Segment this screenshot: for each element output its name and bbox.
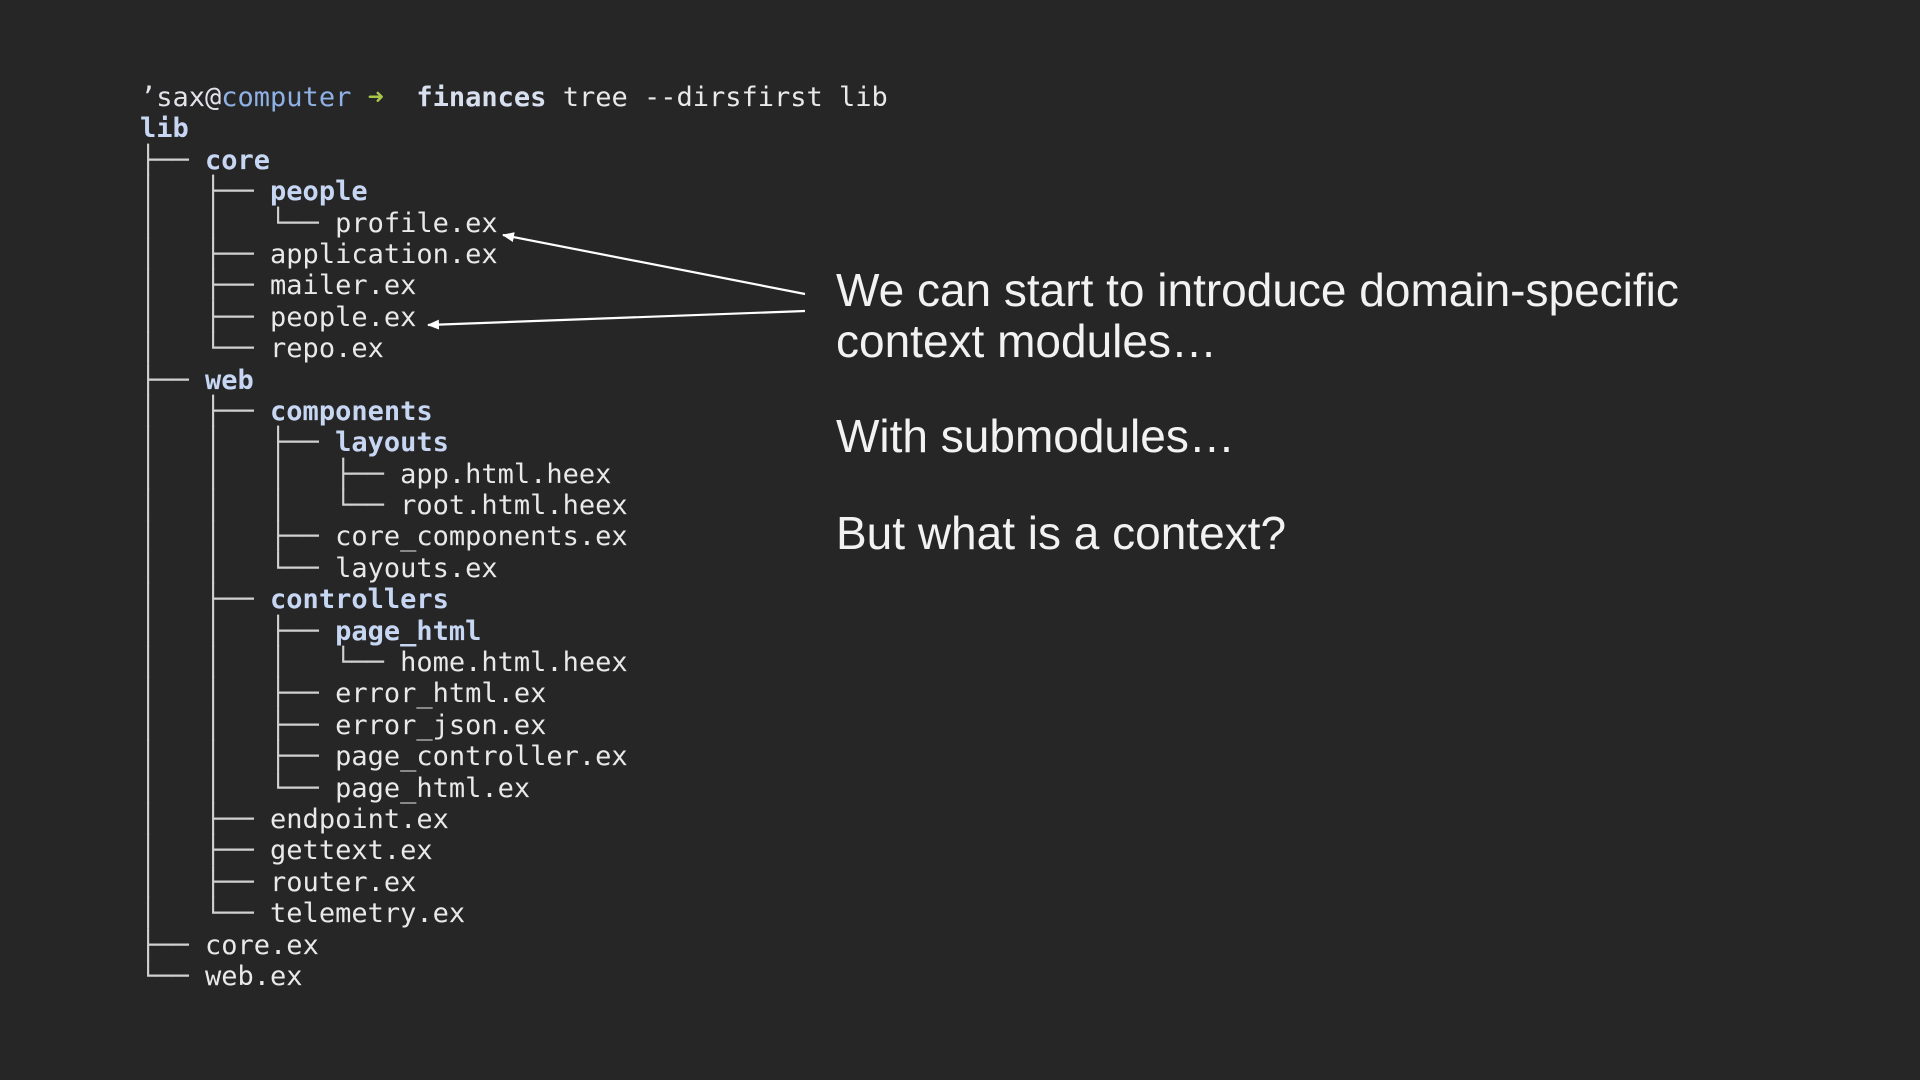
tree-row: │ │ ├── page_controller.ex: [140, 741, 888, 772]
tree-row: │ │ └── page_html.ex: [140, 773, 888, 804]
tree-directory-name: people: [270, 176, 368, 208]
tree-file-name: page_controller.ex: [335, 741, 628, 773]
tree-branch: │ │ │ └──: [140, 647, 401, 679]
tree-file-name: core.ex: [205, 929, 319, 961]
tree-directory-name: core: [205, 144, 271, 176]
tree-file-name: core_components.ex: [335, 521, 628, 553]
tree-row: │ ├── controllers: [140, 584, 888, 615]
tree-file-name: app.html.heex: [400, 458, 612, 490]
tree-branch: │ │ │ └──: [140, 490, 401, 522]
callout-intro: We can start to introduce domain-specifi…: [836, 265, 1679, 367]
tree-row: └── web.ex: [140, 961, 888, 992]
tree-file-name: error_html.ex: [335, 678, 547, 710]
tree-row: ├── web: [140, 365, 888, 396]
tree-branch: └──: [140, 960, 206, 992]
tree-row: │ │ ├── error_json.ex: [140, 710, 888, 741]
tree-row: │ ├── gettext.ex: [140, 835, 888, 866]
tree-file-name: layouts.ex: [335, 552, 498, 584]
tree-row: │ │ ├── page_html: [140, 616, 888, 647]
callout-intro-line2: context modules…: [836, 315, 1217, 367]
tree-branch: │ │ ├──: [140, 741, 336, 773]
prompt-arrow-icon: ➜: [367, 82, 384, 113]
prompt-cwd: finances: [416, 82, 547, 113]
terminal-output: ’sax@computer ➜ finances tree --dirsfirs…: [140, 82, 888, 992]
tree-branch: │ ├──: [140, 866, 271, 898]
tree-file-name: people.ex: [270, 301, 417, 333]
tree-row: │ ├── router.ex: [140, 867, 888, 898]
tree-branch: │ │ └──: [140, 207, 336, 239]
tree-directory-name: components: [270, 395, 433, 427]
tree-branch: │ ├──: [140, 301, 271, 333]
tree-row: │ ├── people.ex: [140, 302, 888, 333]
prompt-command: tree --dirsfirst lib: [562, 82, 888, 113]
tree-row: │ │ │ ├── app.html.heex: [140, 459, 888, 490]
tree-branch: │ ├──: [140, 238, 271, 270]
tree-file-name: telemetry.ex: [270, 898, 466, 930]
tree-branch: ├──: [140, 929, 206, 961]
tree-directory-name: layouts: [335, 427, 449, 459]
tree-row: │ └── repo.ex: [140, 333, 888, 364]
tree-branch: │ │ ├──: [140, 427, 336, 459]
tree-file-name: application.ex: [270, 238, 498, 270]
tree-file-name: root.html.heex: [400, 490, 628, 522]
tree-file-name: error_json.ex: [335, 709, 547, 741]
tree-row: │ │ │ └── root.html.heex: [140, 490, 888, 521]
tree-row: │ ├── mailer.ex: [140, 270, 888, 301]
tree-branch: ├──: [140, 144, 206, 176]
tree-row: ├── core: [140, 145, 888, 176]
tree-branch: │ ├──: [140, 270, 271, 302]
tree-directory-name: controllers: [270, 584, 449, 616]
tree-branch: │ └──: [140, 333, 271, 365]
directory-tree: lib├── core│ ├── people│ │ └── profile.e…: [140, 113, 888, 992]
tree-row: │ │ ├── core_components.ex: [140, 521, 888, 552]
tree-row: │ │ │ └── home.html.heex: [140, 647, 888, 678]
tree-branch: │ │ │ ├──: [140, 458, 401, 490]
tree-row: │ ├── components: [140, 396, 888, 427]
tree-file-name: profile.ex: [335, 207, 498, 239]
tree-file-name: mailer.ex: [270, 270, 417, 302]
tree-row: │ └── telemetry.ex: [140, 898, 888, 929]
tree-branch: │ │ └──: [140, 772, 336, 804]
callout-question: But what is a context?: [836, 507, 1287, 559]
tree-file-name: repo.ex: [270, 333, 384, 365]
callout-submodules: With submodules…: [836, 410, 1235, 462]
tree-branch: │ │ ├──: [140, 678, 336, 710]
prompt-line: ’sax@computer ➜ finances tree --dirsfirs…: [140, 82, 888, 113]
tree-directory-name: lib: [140, 113, 189, 145]
tree-file-name: gettext.ex: [270, 835, 433, 867]
tree-directory-name: web: [205, 364, 254, 396]
tree-row: │ ├── application.ex: [140, 239, 888, 270]
tree-branch: │ ├──: [140, 803, 271, 835]
tree-branch: │ └──: [140, 898, 271, 930]
tree-row: │ ├── endpoint.ex: [140, 804, 888, 835]
tree-file-name: page_html.ex: [335, 772, 531, 804]
tree-row: lib: [140, 113, 888, 144]
tree-file-name: web.ex: [205, 960, 303, 992]
tree-row: │ │ ├── error_html.ex: [140, 678, 888, 709]
tree-row: │ │ └── layouts.ex: [140, 553, 888, 584]
tree-branch: │ ├──: [140, 584, 271, 616]
tree-row: ├── core.ex: [140, 930, 888, 961]
tree-directory-name: page_html: [335, 615, 482, 647]
tree-branch: ├──: [140, 364, 206, 396]
tree-branch: │ │ ├──: [140, 709, 336, 741]
tree-branch: │ │ ├──: [140, 615, 336, 647]
tree-branch: │ │ ├──: [140, 521, 336, 553]
tree-branch: │ ├──: [140, 835, 271, 867]
tree-row: │ │ ├── layouts: [140, 427, 888, 458]
callout-intro-line1: We can start to introduce domain-specifi…: [836, 264, 1679, 316]
tree-file-name: home.html.heex: [400, 647, 628, 679]
tree-file-name: endpoint.ex: [270, 803, 449, 835]
tree-row: │ │ └── profile.ex: [140, 208, 888, 239]
tree-branch: │ ├──: [140, 395, 271, 427]
tree-branch: │ ├──: [140, 176, 271, 208]
tree-row: │ ├── people: [140, 176, 888, 207]
tree-branch: │ │ └──: [140, 552, 336, 584]
prompt-host: computer: [221, 82, 352, 113]
tree-file-name: router.ex: [270, 866, 417, 898]
prompt-user: ’sax@: [140, 82, 222, 113]
